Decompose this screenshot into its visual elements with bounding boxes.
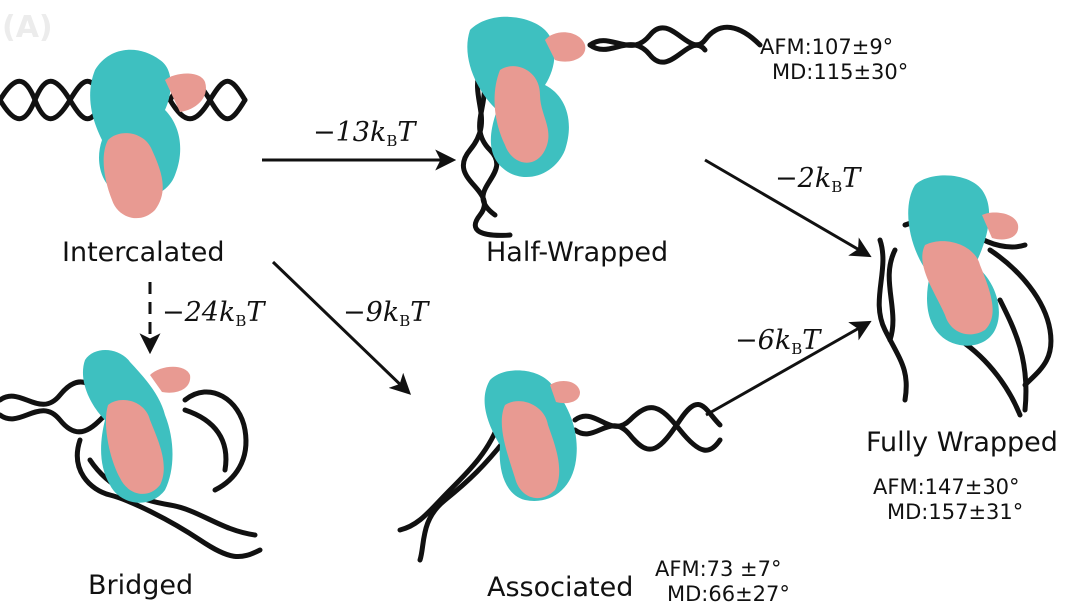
arrow-half-to-fully-wrapped xyxy=(704,158,872,258)
angle-associated: AFM:73 ±7° MD:66±27° xyxy=(655,557,790,607)
bridged-complex xyxy=(0,350,263,560)
angle-afm: AFM:107±9° xyxy=(760,35,894,59)
half-wrapped-complex xyxy=(460,16,763,238)
transition-arrows xyxy=(139,149,872,417)
arrow-associated-to-fully-wrapped xyxy=(705,320,872,417)
protein-surface xyxy=(467,16,586,178)
protein-surface xyxy=(82,350,191,503)
angle-md: MD:157±31° xyxy=(887,500,1024,524)
energy-to-bridged: −24kBT xyxy=(162,297,265,330)
arrow-intercalated-to-associated xyxy=(271,260,412,395)
intercalated-complex xyxy=(0,49,248,219)
angle-afm: AFM:73 ±7° xyxy=(655,557,782,581)
angle-md: MD:115±30° xyxy=(772,60,909,84)
label-fully-wrapped: Fully Wrapped xyxy=(866,427,1058,458)
angle-afm: AFM:147±30° xyxy=(873,475,1020,499)
protein-surface xyxy=(908,175,1019,346)
angle-fully-wrapped: AFM:147±30° MD:157±31° xyxy=(873,475,1023,525)
dna-helix xyxy=(397,402,723,563)
dna-helix xyxy=(460,24,763,238)
fully-wrapped-complex xyxy=(876,175,1054,418)
label-bridged: Bridged xyxy=(88,570,194,601)
associated-complex xyxy=(397,370,723,563)
protein-surface xyxy=(484,370,580,501)
energy-to-half-wrapped: −13kBT xyxy=(313,117,416,150)
angle-md: MD:66±27° xyxy=(667,582,790,606)
label-associated: Associated xyxy=(487,572,634,603)
protein-surface xyxy=(90,49,206,219)
label-half-wrapped: Half-Wrapped xyxy=(486,237,669,268)
label-intercalated: Intercalated xyxy=(62,237,225,268)
energy-to-associated: −9kBT xyxy=(343,297,429,330)
panel-label: (A) xyxy=(2,10,53,45)
angle-half-wrapped: AFM:107±9° MD:115±30° xyxy=(760,35,908,85)
energy-assoc-to-full: −6kBT xyxy=(735,325,821,358)
energy-half-to-full: −2kBT xyxy=(775,163,861,196)
